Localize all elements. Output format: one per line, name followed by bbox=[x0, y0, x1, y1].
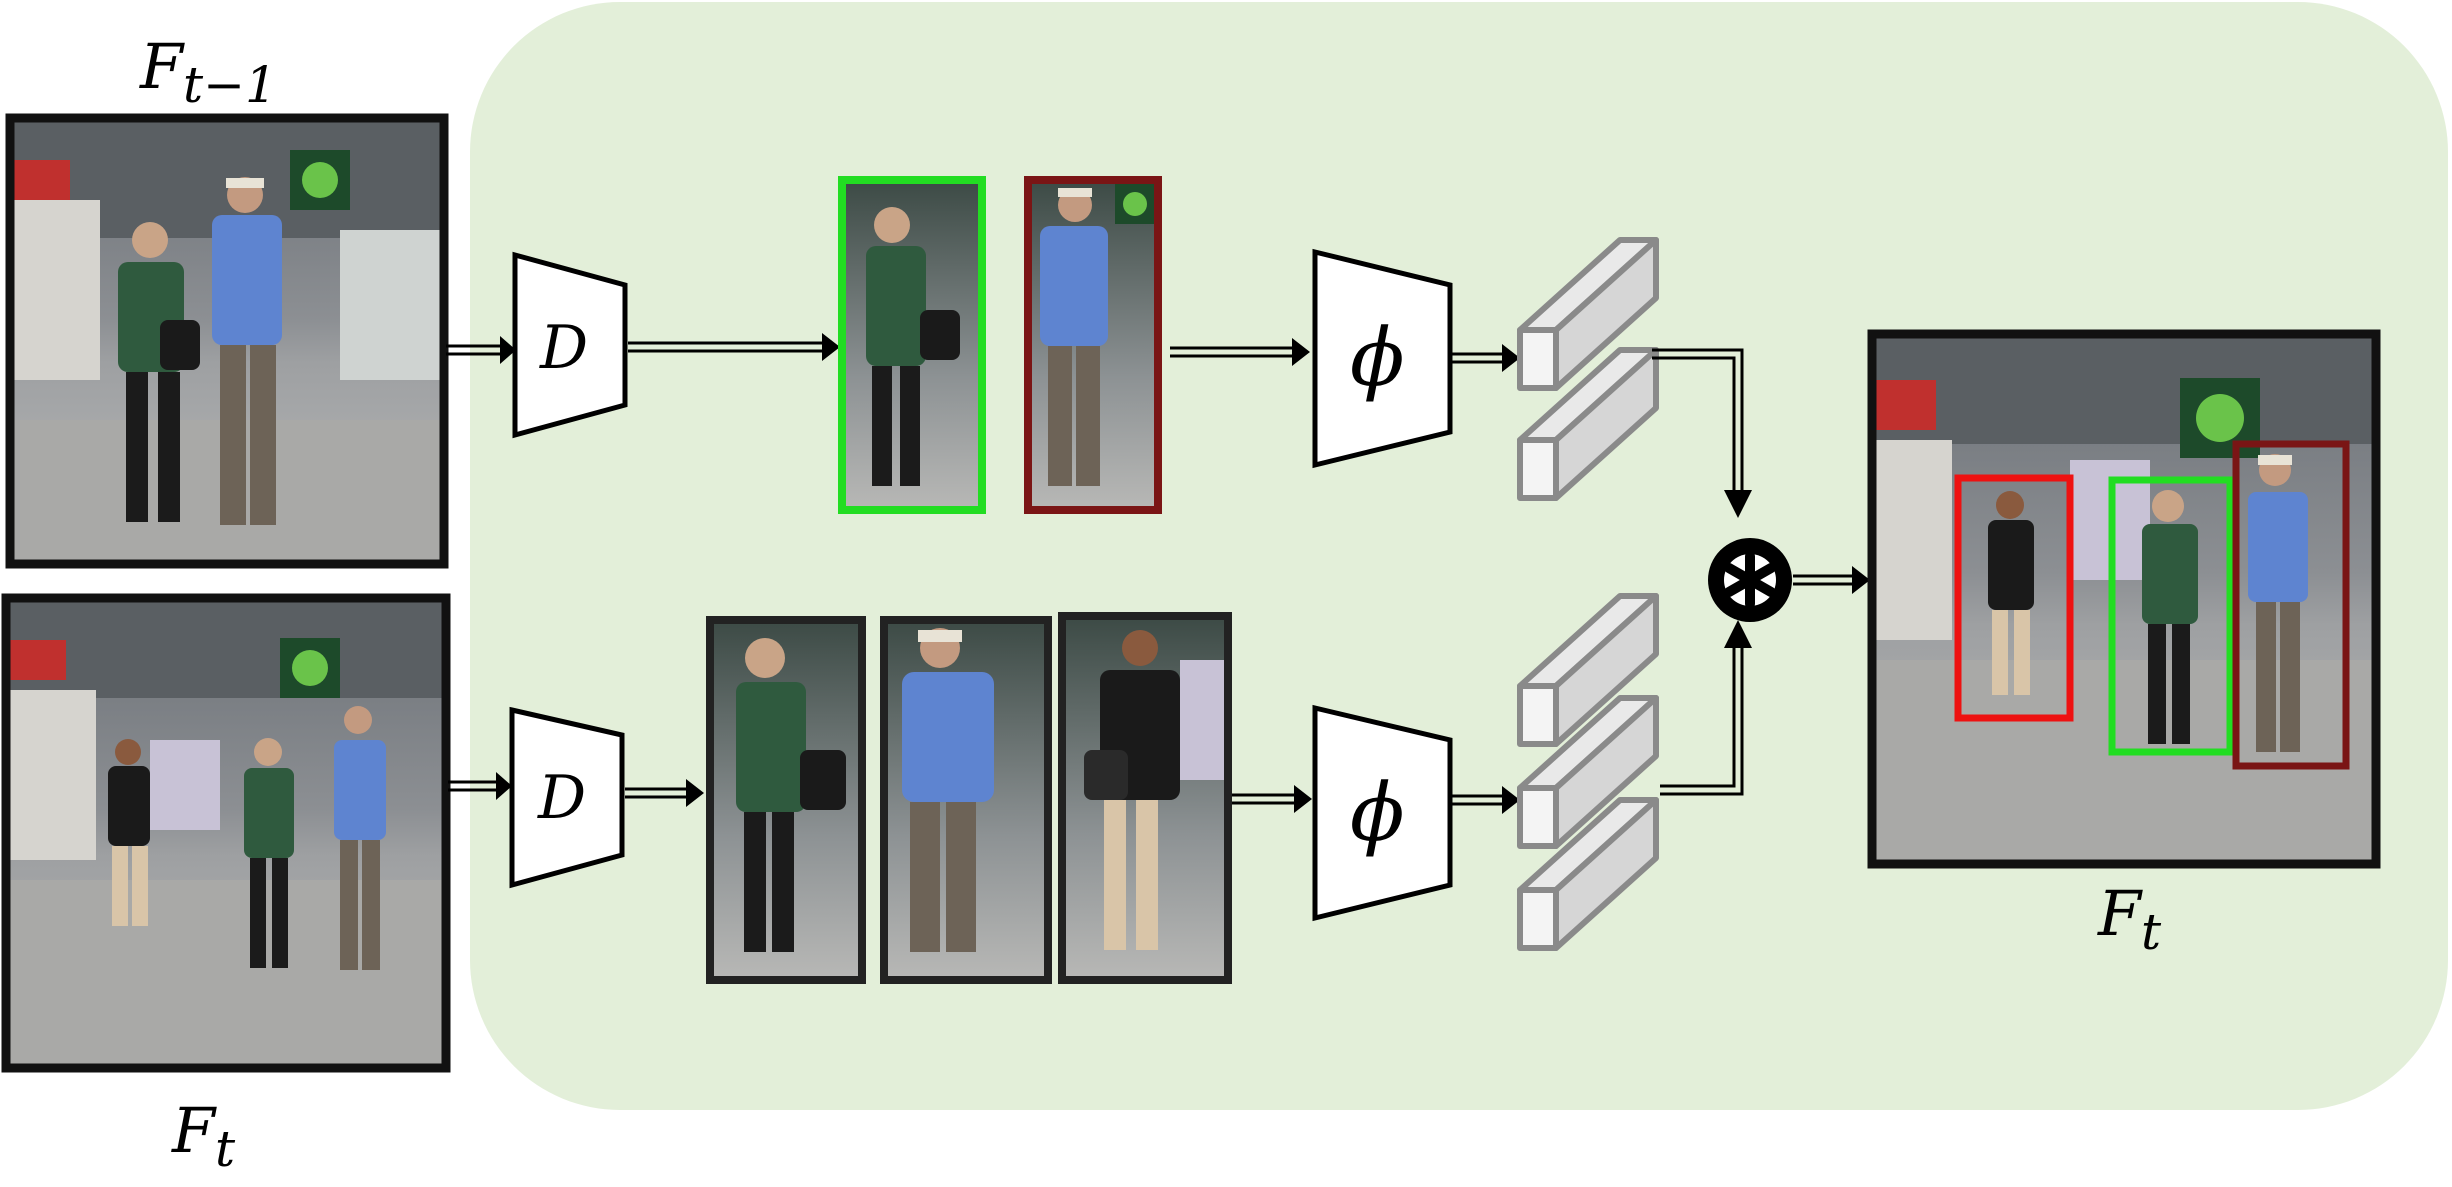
person-woman-icon-2 bbox=[244, 738, 294, 968]
feature-vectors-current bbox=[1517, 593, 1659, 951]
person-man-icon-3 bbox=[2248, 454, 2308, 752]
feature-vector-previous-2 bbox=[1517, 347, 1659, 501]
person-walker-icon-2 bbox=[1988, 491, 2034, 695]
track-box-darkred bbox=[2232, 440, 2350, 770]
frame-current-label: Ft bbox=[171, 1094, 236, 1178]
association-operator bbox=[1708, 538, 1792, 622]
crop-current-3 bbox=[1058, 612, 1232, 984]
arrow-frame-to-detector-bottom bbox=[448, 772, 512, 800]
detector-bottom-label: D bbox=[537, 763, 586, 833]
crop-current-2 bbox=[880, 616, 1052, 984]
asterisk-icon bbox=[1724, 551, 1776, 609]
arrow-embed-bottom-to-features bbox=[1452, 786, 1520, 814]
arrow-combine-to-output bbox=[1793, 566, 1870, 594]
track-box-green bbox=[2108, 476, 2234, 756]
person-woman-icon-3 bbox=[2142, 490, 2198, 744]
feature-vectors-previous bbox=[1517, 237, 1659, 501]
arrow-frame-to-detector-top bbox=[446, 336, 516, 364]
arrow-detector-top-to-crops bbox=[628, 333, 840, 361]
feature-vector-current-1 bbox=[1517, 593, 1659, 747]
connector-bottom-to-combine bbox=[1660, 620, 1752, 796]
person-man-icon bbox=[212, 177, 282, 525]
frame-previous bbox=[5, 113, 449, 569]
embed-bottom-label: ϕ bbox=[1350, 766, 1405, 859]
arrow-crops-to-embed-top bbox=[1170, 338, 1310, 366]
feature-vector-current-3 bbox=[1517, 797, 1659, 951]
crop-previous-green bbox=[838, 176, 986, 514]
crop-current-1 bbox=[706, 616, 866, 984]
frame-current bbox=[1, 593, 451, 1073]
person-man-icon-2 bbox=[334, 706, 386, 970]
embed-top-label: ϕ bbox=[1350, 311, 1405, 404]
frame-output-label: Ft bbox=[2097, 877, 2162, 961]
detector-top: D bbox=[512, 251, 628, 439]
track-box-red bbox=[1954, 474, 2074, 722]
person-woman-icon bbox=[118, 222, 200, 522]
arrow-crops-to-embed-bottom bbox=[1232, 785, 1312, 813]
frame-output bbox=[1867, 329, 2381, 869]
embed-network-bottom: ϕ bbox=[1312, 704, 1453, 922]
detector-bottom: D bbox=[509, 706, 625, 889]
arrow-embed-top-to-features bbox=[1452, 344, 1520, 372]
detector-top-label: D bbox=[539, 313, 588, 383]
feature-vector-previous-1 bbox=[1517, 237, 1659, 391]
connector-top-to-combine bbox=[1652, 348, 1752, 518]
person-walker-icon bbox=[108, 739, 150, 926]
crop-previous-darkred bbox=[1024, 176, 1162, 514]
embed-network-top: ϕ bbox=[1312, 248, 1453, 469]
frame-previous-label: Ft−1 bbox=[139, 30, 277, 114]
feature-vector-current-2 bbox=[1517, 695, 1659, 849]
arrow-detector-bottom-to-crops bbox=[625, 779, 704, 807]
